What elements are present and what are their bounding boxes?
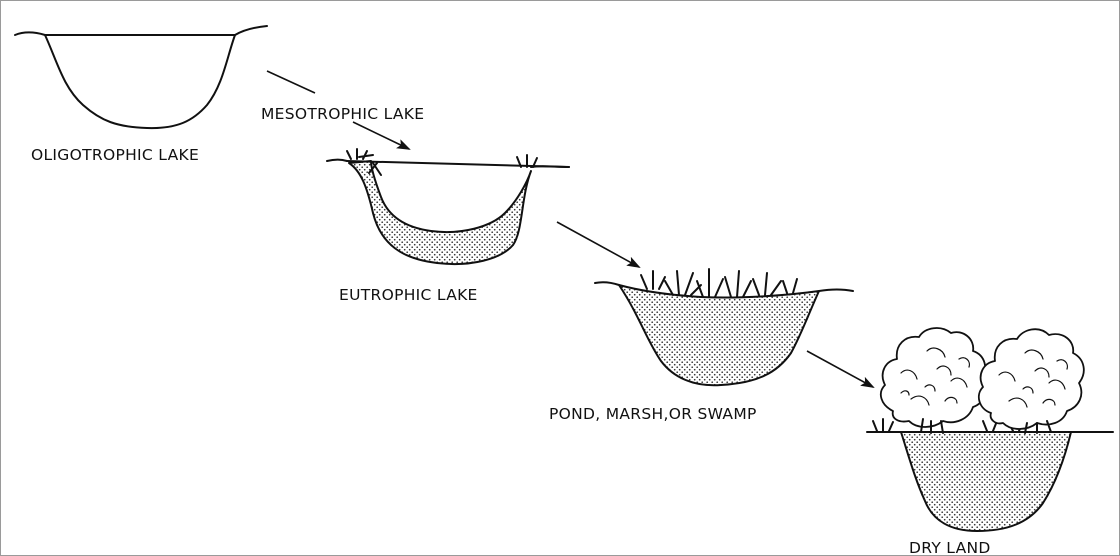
arrow-line-1: [267, 71, 315, 93]
left-tree: [881, 328, 985, 433]
dry-land-label: DRY LAND: [909, 539, 991, 555]
pond-marsh-swamp-basin: [595, 269, 853, 385]
eutrophic-lake-basin: [327, 149, 569, 264]
eutrophic-lake-label: EUTROPHIC LAKE: [339, 286, 478, 304]
mesotrophic-lake-label: MESOTROPHIC LAKE: [261, 105, 424, 123]
arrow-4: [807, 351, 873, 387]
arrow-2: [353, 122, 409, 149]
right-tree: [979, 329, 1084, 433]
oligotrophic-lake-basin: [15, 26, 267, 128]
pond-marsh-swamp-label: POND, MARSH,OR SWAMP: [549, 405, 757, 423]
arrow-3: [557, 222, 639, 267]
oligotrophic-lake-label: OLIGOTROPHIC LAKE: [31, 146, 199, 164]
dry-land-basin: [867, 419, 1113, 531]
